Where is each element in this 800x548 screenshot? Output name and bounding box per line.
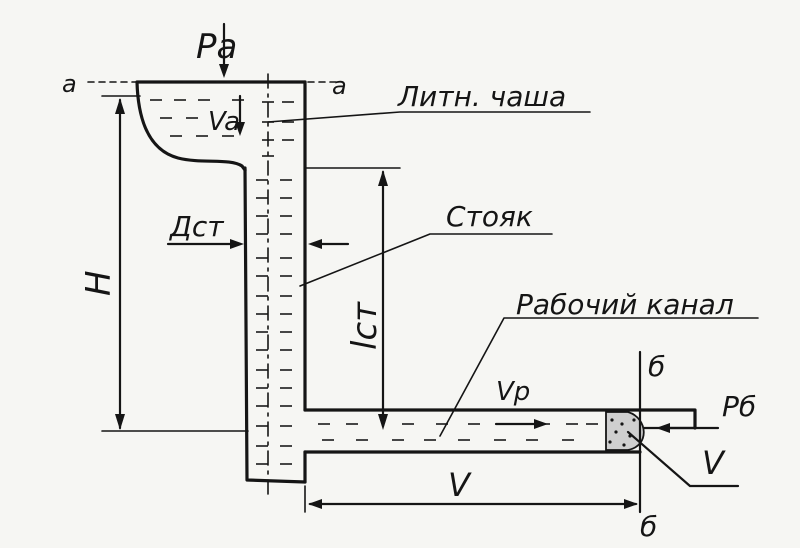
label-v-bottom: V — [448, 466, 472, 504]
label-v-right: V — [702, 444, 726, 482]
label-va: Va — [208, 107, 240, 137]
pa-arrow — [219, 22, 229, 78]
label-a-left: a — [62, 70, 77, 98]
v-bottom-dimension — [304, 485, 638, 513]
label-leader-lines — [267, 111, 759, 437]
label-delta-top: б — [648, 350, 665, 383]
label-h: H — [79, 270, 119, 296]
va-arrow — [235, 94, 245, 136]
label-litn-chasha: Литн. чаша — [397, 80, 566, 113]
label-delta-bottom: б — [640, 510, 657, 543]
label-pa: Pa — [196, 27, 237, 67]
liquid-dashes-runner — [318, 423, 598, 441]
pb-arrow — [656, 423, 720, 433]
label-lst: lст — [345, 301, 385, 350]
leader-rabochiy-kanal — [439, 317, 759, 437]
label-dst: Дст — [168, 210, 224, 243]
lst-dimension — [304, 167, 401, 430]
metal-front-dots — [608, 418, 636, 447]
label-a-right: a — [332, 72, 347, 100]
sprue-left-wall — [243, 166, 307, 484]
label-vp: Vp — [496, 377, 530, 407]
runner-top-wall — [303, 408, 697, 430]
h-dimension — [101, 95, 249, 432]
leader-stoyak — [299, 233, 553, 287]
label-stoyak: Стояк — [446, 200, 533, 233]
label-rabochiy-kanal: Рабочий канал — [516, 288, 734, 321]
label-pb: Pб — [722, 390, 756, 423]
dst-dimension — [166, 239, 350, 249]
vp-arrow — [494, 419, 548, 429]
liquid-dashes-sprue — [256, 179, 292, 465]
leader-litn-chasha — [267, 111, 591, 123]
v-leader-line — [626, 430, 740, 488]
